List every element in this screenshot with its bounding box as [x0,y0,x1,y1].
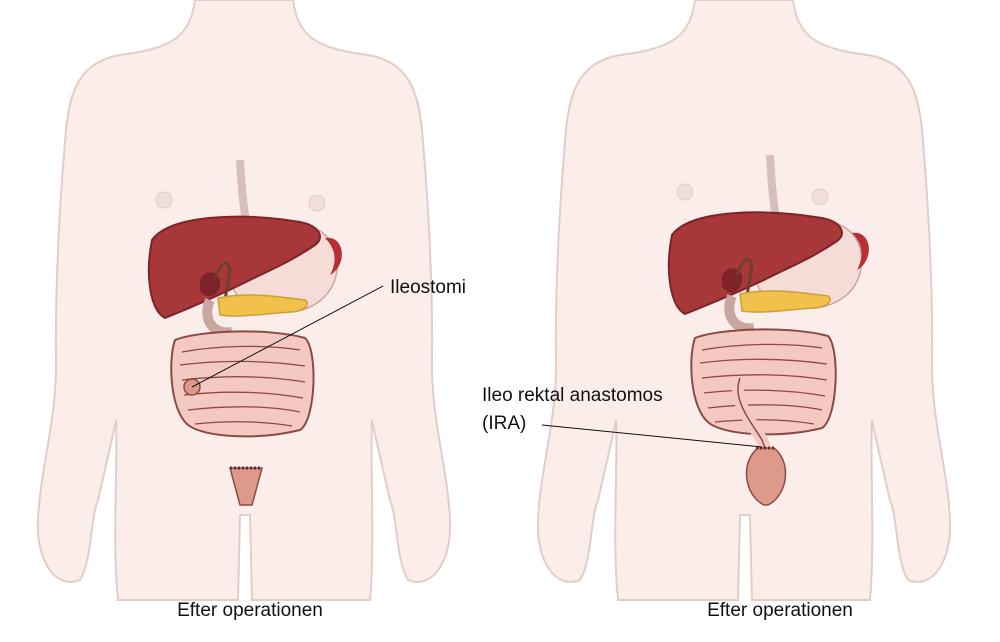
torso-illustration-right [500,0,1000,642]
panel-left-caption: Efter operationen [0,600,500,622]
ileostomi-label: Ileostomi [390,276,466,300]
nipple-right [812,189,828,205]
ira-label-line2: (IRA) [482,412,526,436]
panel-right-caption: Efter operationen [530,600,1000,622]
small-intestine [691,329,835,434]
torso-illustration-left [0,0,500,642]
panel-right: Ileo rektal anastomos (IRA) Efter operat… [500,0,1000,642]
nipple-left [156,192,172,208]
ira-label-line1: Ileo rektal anastomos [482,384,663,408]
panel-left: Ileostomi Efter operationen [0,0,500,642]
nipple-left [677,184,693,200]
nipple-right [309,195,325,211]
